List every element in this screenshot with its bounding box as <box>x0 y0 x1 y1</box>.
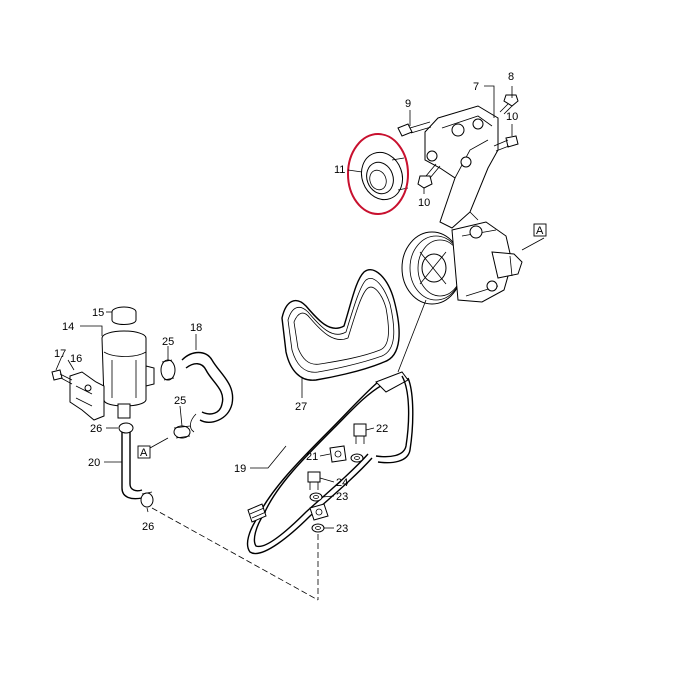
lower-fitting <box>309 503 329 521</box>
callout-22: 22 <box>376 423 388 435</box>
highlight-circle <box>347 133 409 215</box>
return-line-dashed <box>151 507 319 601</box>
callout-18: 18 <box>190 322 202 334</box>
ref-label-a-left: A <box>140 447 148 459</box>
callout-9: 9 <box>405 98 411 110</box>
bolt-9 <box>397 121 432 137</box>
pulley-11 <box>360 151 409 201</box>
callout-23-lower: 23 <box>336 523 348 535</box>
callout-27: 27 <box>295 401 307 413</box>
bolt-17 <box>51 369 73 385</box>
callout-10-upper: 10 <box>506 111 518 123</box>
leader-lines <box>55 85 513 529</box>
callout-11: 11 <box>334 164 345 176</box>
union-bolt-22 <box>353 423 367 444</box>
bolt-8 <box>499 94 519 115</box>
callout-25-upper: 25 <box>162 336 174 348</box>
callout-26-lower: 26 <box>142 521 154 533</box>
callout-21: 21 <box>306 451 318 463</box>
callout-7: 7 <box>473 81 479 93</box>
ref-a-leader-pump <box>521 237 545 251</box>
hose-to-pump-connector <box>397 299 427 373</box>
drive-belt-27 <box>281 269 400 381</box>
hose-20 <box>121 432 143 500</box>
clamp-25-lower <box>173 425 191 439</box>
clamp-26-upper <box>118 422 134 434</box>
callout-23-upper: 23 <box>336 491 348 503</box>
callout-10-lower: 10 <box>418 197 430 209</box>
bolt-10-upper <box>493 135 519 152</box>
pressure-hose-19 <box>246 371 414 555</box>
reservoir-cap <box>111 306 137 325</box>
clamp-26-lower <box>140 491 154 508</box>
ref-label-a-right: A <box>536 225 544 237</box>
callout-17: 17 <box>54 348 66 360</box>
bolt-10-lower <box>417 163 441 189</box>
reference-box-a-left: A <box>137 445 151 459</box>
washer-23-lower <box>311 523 325 533</box>
callout-19: 19 <box>234 463 246 475</box>
union-bolt-24 <box>307 471 321 490</box>
power-steering-pump <box>401 221 523 305</box>
reservoir-tank <box>101 330 155 419</box>
callout-26-upper: 26 <box>90 423 102 435</box>
callout-25-lower: 25 <box>174 395 186 407</box>
clamp-25-upper <box>160 359 176 381</box>
pump-bracket <box>424 105 499 229</box>
callout-24: 24 <box>336 477 348 489</box>
washer-23-middle <box>309 492 323 502</box>
ref-a-leader-hose <box>149 437 169 449</box>
callout-16: 16 <box>70 353 82 365</box>
reference-box-a-right: A <box>533 223 547 237</box>
reservoir-bracket <box>69 371 105 421</box>
hose-18 <box>181 351 234 433</box>
callout-numbers: 7 8 9 10 10 11 14 15 16 17 18 19 20 21 2… <box>54 71 518 535</box>
callout-15: 15 <box>92 307 104 319</box>
callout-8: 8 <box>508 71 514 83</box>
callout-14: 14 <box>62 321 74 333</box>
fitting-21 <box>329 445 347 463</box>
callout-20: 20 <box>88 457 100 469</box>
washer-23-upper <box>350 453 364 463</box>
